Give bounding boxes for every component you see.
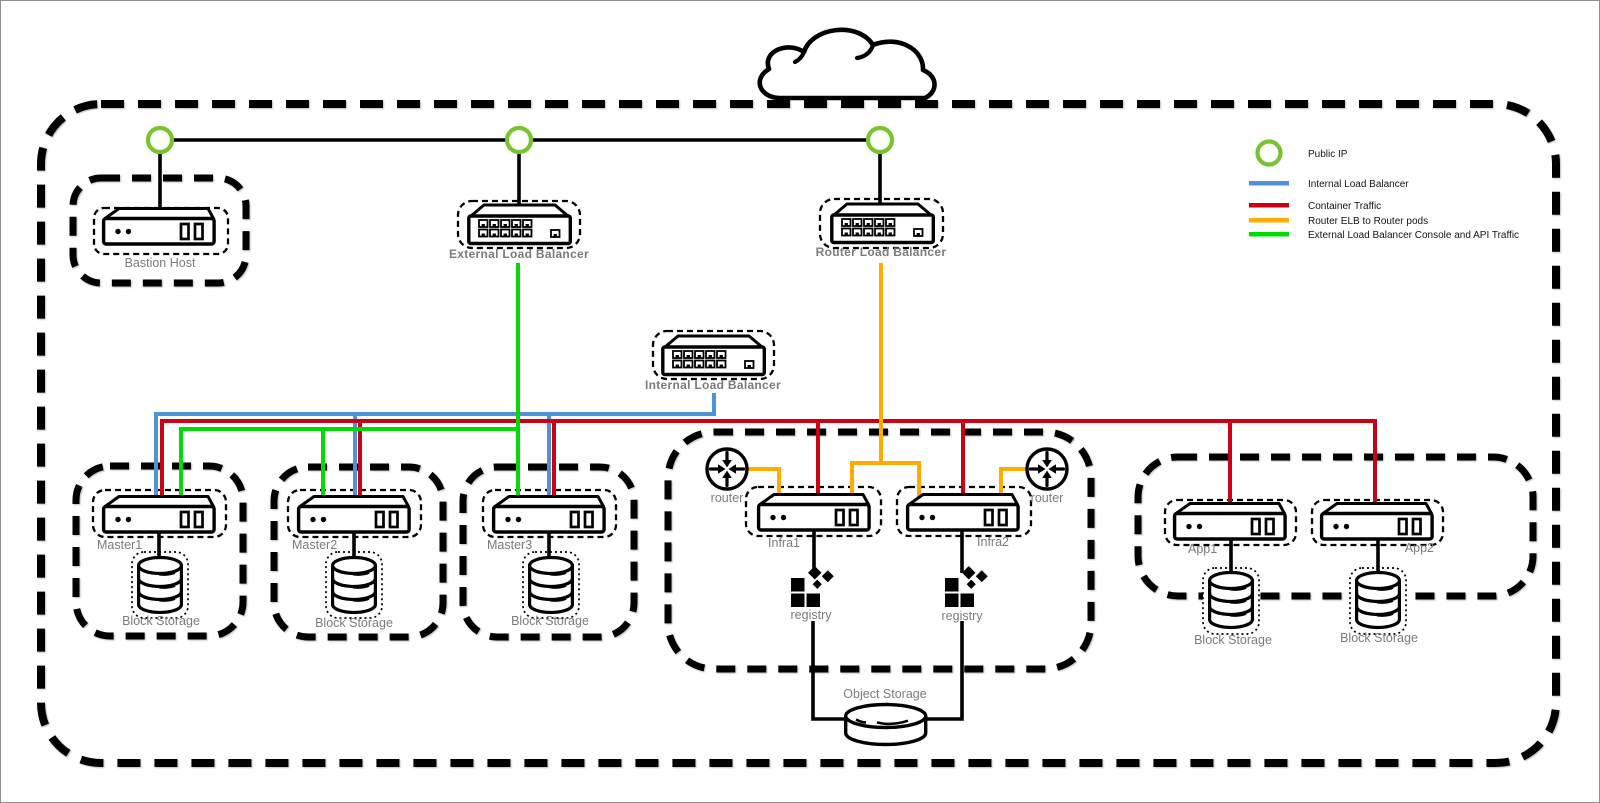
elb-to-master1 bbox=[179, 427, 518, 501]
master2-block-storage-icon bbox=[331, 555, 377, 615]
master2-label: Master2 bbox=[292, 538, 337, 552]
master3-label: Master3 bbox=[487, 538, 532, 552]
app2-storage-label: Block Storage bbox=[1340, 631, 1418, 645]
router1-icon bbox=[707, 449, 747, 489]
cloud-icon bbox=[757, 27, 937, 101]
master1-storage-label: Block Storage bbox=[122, 614, 200, 628]
legend-container-traffic-label: Container Traffic bbox=[1308, 201, 1381, 212]
legend-public-ip-label: Public IP bbox=[1308, 149, 1348, 160]
external-lb-label: External Load Balancer bbox=[449, 247, 589, 261]
bastion-server-icon bbox=[101, 206, 216, 246]
app1-block-storage-icon bbox=[1207, 570, 1255, 630]
public-ip-icon bbox=[868, 128, 892, 152]
rlb-split bbox=[850, 461, 921, 501]
public-ip-icon bbox=[148, 128, 172, 152]
legend: Public IP Internal Load Balancer Contain… bbox=[1249, 139, 1519, 241]
app2-label: App2 bbox=[1405, 541, 1434, 555]
router1-link bbox=[747, 467, 781, 501]
object-storage-icon bbox=[844, 702, 928, 747]
router-elb-traffic-lines bbox=[747, 263, 1027, 501]
infra1-server-icon bbox=[756, 492, 871, 532]
legend-router-elb-label: Router ELB to Router pods bbox=[1308, 216, 1428, 227]
infra1-label: Infra1 bbox=[768, 536, 800, 550]
master2-server-icon bbox=[296, 494, 411, 534]
router2-icon bbox=[1027, 449, 1067, 489]
container-bus bbox=[160, 419, 1377, 510]
master3-storage-label: Block Storage bbox=[511, 614, 589, 628]
external-lb-switch-icon bbox=[469, 205, 571, 244]
container-traffic-lines bbox=[160, 419, 1377, 510]
master1-label: Master1 bbox=[97, 538, 142, 552]
legend-external-lb-label: External Load Balancer Console and API T… bbox=[1308, 230, 1519, 241]
master2-zone bbox=[270, 463, 447, 641]
app-zone bbox=[1134, 453, 1537, 600]
infra2-label: Infra2 bbox=[977, 535, 1009, 549]
public-ip-icon bbox=[507, 128, 531, 152]
datacenter-boundary bbox=[37, 100, 1560, 767]
master1-block-storage-icon bbox=[137, 555, 183, 615]
registry1-icon bbox=[791, 566, 834, 607]
app1-storage-label: Block Storage bbox=[1194, 633, 1272, 647]
app1-label: App1 bbox=[1188, 542, 1217, 556]
bastion-label: Bastion Host bbox=[125, 256, 196, 270]
master3-server-icon bbox=[491, 494, 606, 534]
master1-server-icon bbox=[101, 494, 216, 534]
router2-label: router bbox=[1031, 491, 1064, 505]
legend-container-traffic-swatch bbox=[1249, 203, 1289, 208]
router-lb-label: Router Load Balancer bbox=[816, 245, 947, 259]
registry2-label: registry bbox=[942, 609, 984, 623]
external-lb-traffic-lines bbox=[179, 263, 520, 501]
bastion-zone bbox=[69, 174, 250, 287]
legend-internal-lb-label: Internal Load Balancer bbox=[1308, 179, 1409, 190]
legend-external-lb-swatch bbox=[1249, 232, 1289, 237]
registry2-objectstorage-link bbox=[923, 621, 964, 721]
internal-lb-label: Internal Load Balancer bbox=[645, 378, 781, 392]
app2-block-storage-icon bbox=[1354, 570, 1402, 630]
legend-public-ip-swatch bbox=[1255, 139, 1283, 167]
master3-block-storage-icon bbox=[527, 555, 575, 615]
registry1-label: registry bbox=[791, 608, 833, 622]
master2-storage-label: Block Storage bbox=[315, 616, 393, 630]
app1-server-icon bbox=[1172, 501, 1287, 541]
router-lb-switch-icon bbox=[832, 204, 934, 243]
master1-zone bbox=[72, 462, 247, 640]
legend-router-elb-swatch bbox=[1249, 218, 1289, 223]
router1-label: router bbox=[711, 491, 744, 505]
infra2-server-icon bbox=[905, 492, 1020, 532]
app2-server-icon bbox=[1319, 501, 1434, 541]
legend-internal-lb-swatch bbox=[1249, 181, 1289, 186]
registry2-icon bbox=[945, 566, 988, 607]
router2-link bbox=[999, 467, 1027, 501]
internal-lb-switch-icon bbox=[663, 336, 765, 375]
object-storage-label: Object Storage bbox=[843, 687, 926, 701]
ilb-to-master1 bbox=[154, 393, 716, 501]
registry1-objectstorage-link bbox=[811, 621, 847, 721]
